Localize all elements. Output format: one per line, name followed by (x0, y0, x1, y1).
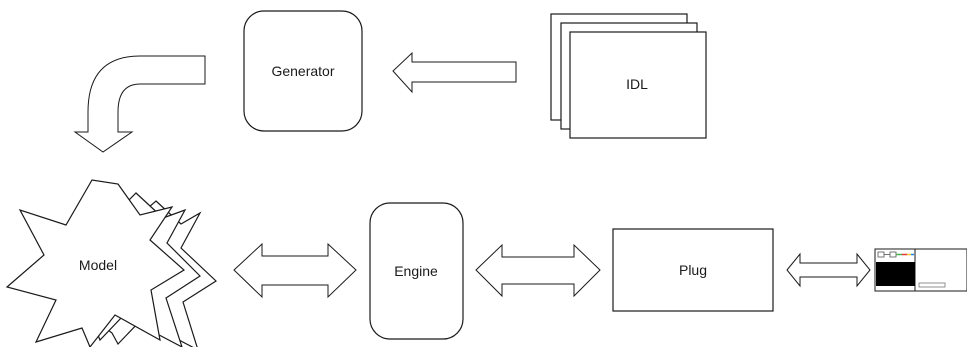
idl-to-generator-arrow (392, 51, 517, 94)
generator-node: Generator (243, 10, 363, 132)
model-engine-double-arrow (233, 242, 357, 299)
plug-label: Plug (679, 262, 707, 278)
engine-label: Engine (394, 263, 438, 279)
model-star-front (5, 179, 186, 347)
plug-thumbnail-double-arrow (786, 252, 871, 288)
generator-to-model-arrow (73, 55, 206, 153)
app-window-thumbnail-icon (874, 248, 967, 292)
engine-node: Engine (369, 202, 464, 340)
idl-node: IDL (550, 13, 707, 139)
plug-node: Plug (612, 228, 774, 312)
engine-plug-double-arrow (475, 243, 601, 298)
model-label: Model (79, 257, 117, 273)
model-node: Model (5, 179, 217, 347)
generator-label: Generator (271, 63, 334, 79)
idl-label: IDL (626, 76, 648, 92)
